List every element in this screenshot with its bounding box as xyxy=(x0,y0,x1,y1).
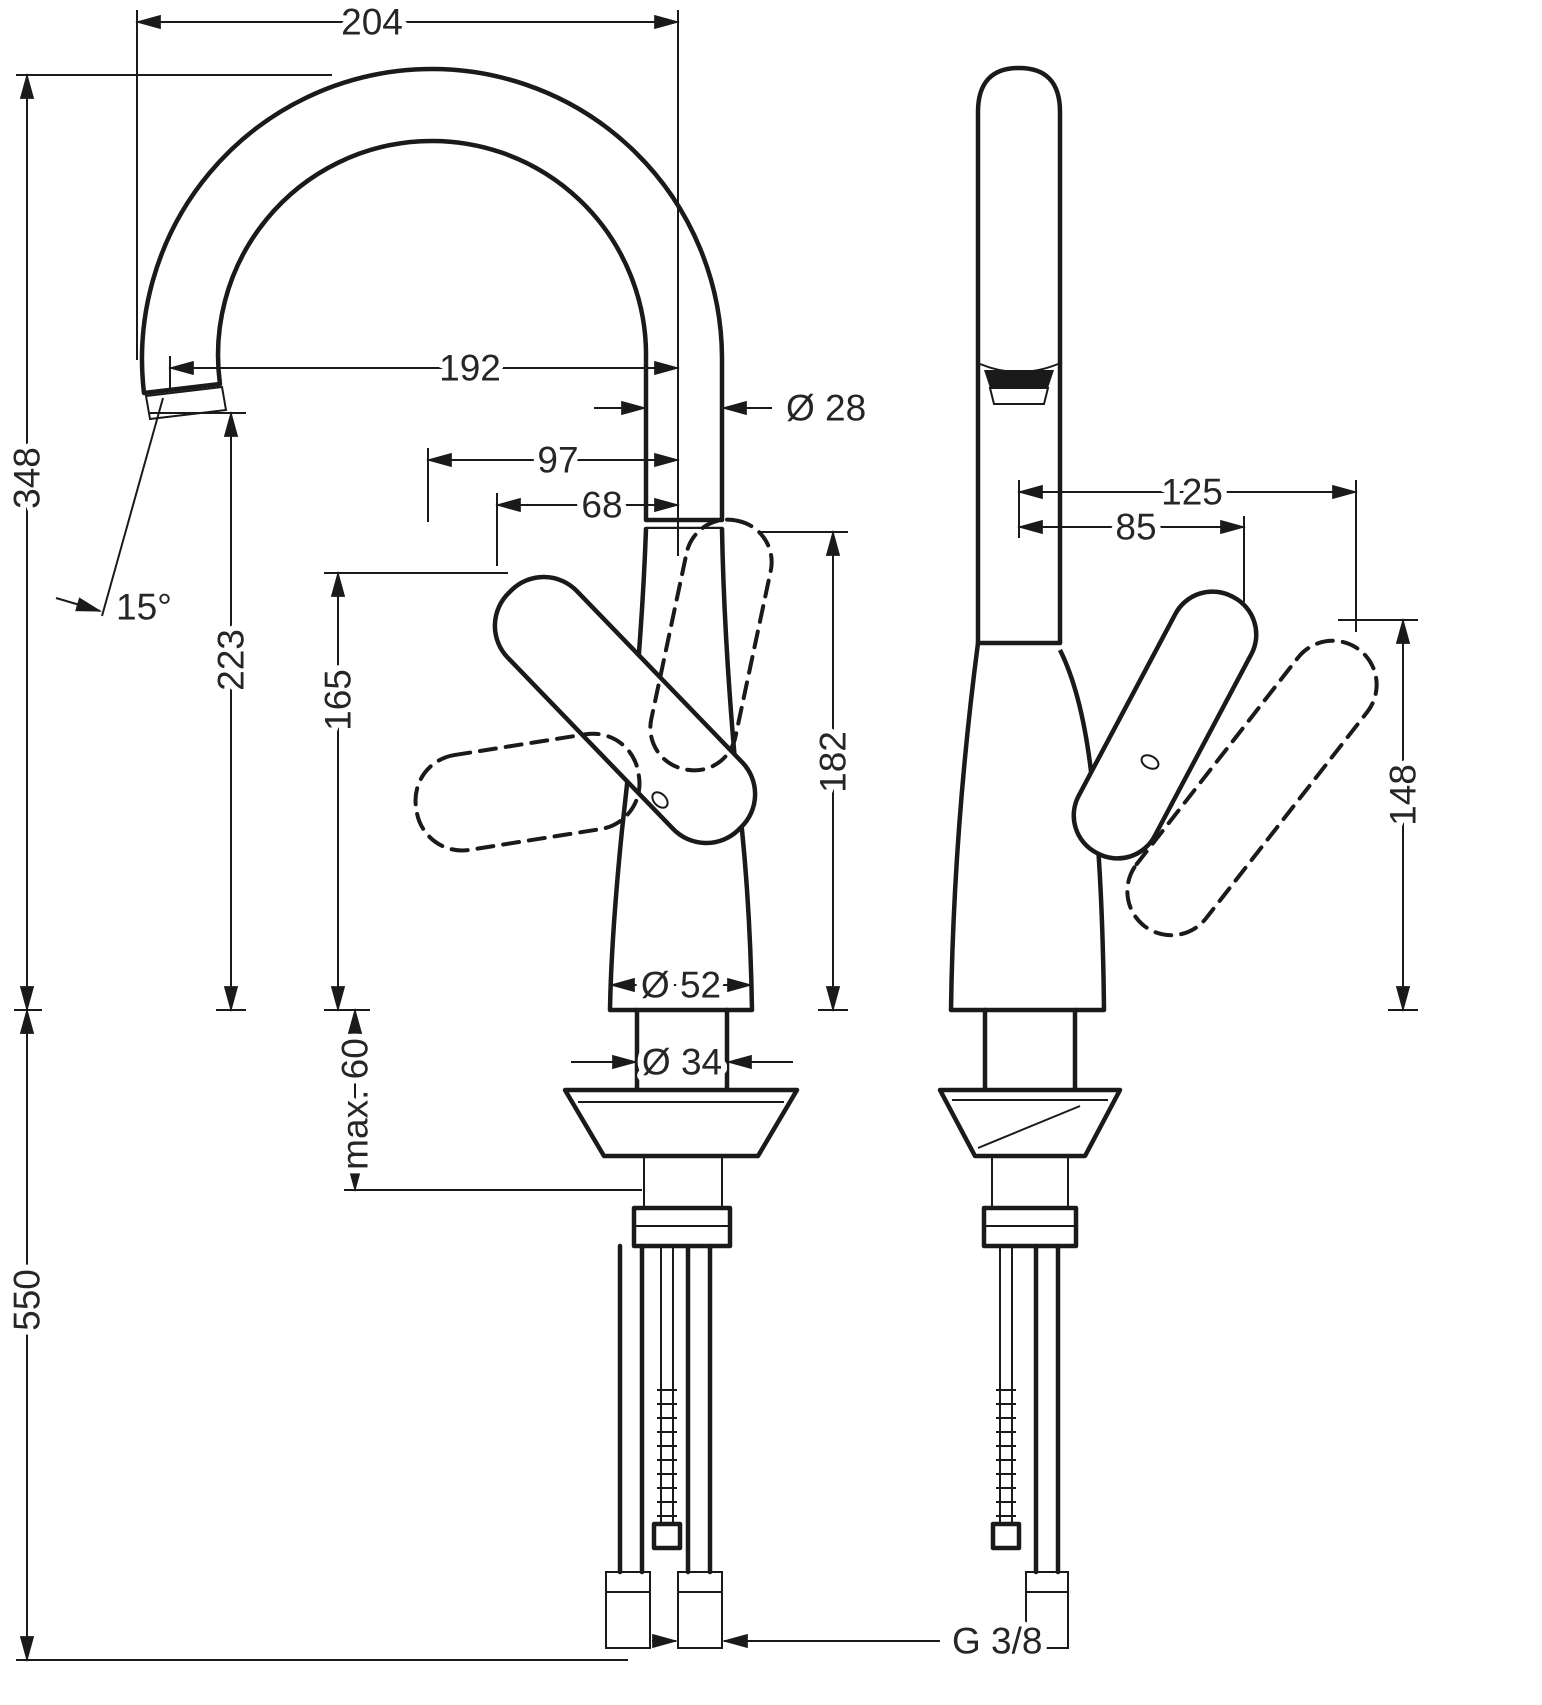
front-threaded-shank xyxy=(991,1155,1069,1209)
front-fixing-rod xyxy=(990,1246,1022,1551)
front-handle-lever xyxy=(1071,589,1259,861)
hose-connectors xyxy=(605,1571,723,1649)
front-handle-swung-dashed xyxy=(1125,638,1379,938)
escutcheon xyxy=(562,1087,800,1159)
dim-85: 85 xyxy=(1016,501,1247,602)
dim-diameter-52: Ø 52 xyxy=(608,959,754,1012)
front-mounting-neck xyxy=(982,1007,1078,1093)
front-supply-hose xyxy=(1033,1243,1061,1575)
mounting-nut xyxy=(631,1205,733,1249)
dim-97-label: 97 xyxy=(537,440,578,481)
dim-348-label: 348 xyxy=(7,447,48,509)
dim-204-label: 204 xyxy=(341,2,403,43)
dim-223-label: 223 xyxy=(211,629,252,691)
dim-125-label: 125 xyxy=(1161,472,1223,513)
spout-outline xyxy=(139,66,725,523)
dim-68-label: 68 xyxy=(581,485,622,526)
dim-550-label: 550 xyxy=(7,1269,48,1331)
dim-182-label: 182 xyxy=(813,731,854,793)
dim-85-label: 85 xyxy=(1115,507,1156,548)
handle-screw-icon xyxy=(651,791,669,809)
dim-348: 348 xyxy=(1,72,332,1013)
dim-diameter-34: Ø 34 xyxy=(571,1036,793,1089)
front-aerator xyxy=(979,363,1059,405)
front-hose-connector xyxy=(1025,1571,1069,1649)
dim-max-60: max. 60 xyxy=(329,1007,642,1193)
dim-angle-15-label: 15° xyxy=(116,587,172,628)
dim-diameter-52-label: Ø 52 xyxy=(641,965,721,1006)
dim-550: 550 xyxy=(1,1007,628,1663)
dim-204: 204 xyxy=(134,0,681,556)
front-handle-screw-icon xyxy=(1140,754,1160,770)
dim-97: 97 xyxy=(425,434,681,522)
dim-diameter-34-label: Ø 34 xyxy=(642,1042,722,1083)
mounting-neck xyxy=(634,1007,730,1093)
dim-68: 68 xyxy=(494,479,681,566)
front-mounting-nut xyxy=(981,1205,1079,1249)
dim-223: 223 xyxy=(150,410,258,1013)
front-body xyxy=(948,642,1107,1013)
dim-max-60-label: max. 60 xyxy=(335,1038,376,1170)
dim-diameter-28-label: Ø 28 xyxy=(786,388,866,429)
fixing-rod xyxy=(651,1246,683,1551)
dim-182: 182 xyxy=(760,529,860,1013)
supply-hoses xyxy=(617,1243,713,1575)
dim-148-label: 148 xyxy=(1383,764,1424,826)
dim-148: 148 xyxy=(1338,617,1430,1013)
threaded-shank xyxy=(643,1155,723,1209)
front-spout-pipe xyxy=(975,65,1063,643)
handle-lowered-dashed xyxy=(413,731,642,853)
aerator-tip xyxy=(144,385,228,421)
dim-angle-15: 15° xyxy=(55,397,178,634)
dimensions: 204 348 550 192 Ø 28 97 xyxy=(1,0,1430,1668)
handle-raised-dashed xyxy=(648,517,774,773)
dim-thread-g38: G 3/8 xyxy=(652,1615,1049,1668)
dim-192-label: 192 xyxy=(439,348,501,389)
dim-diameter-28: Ø 28 xyxy=(594,382,872,435)
front-view xyxy=(937,65,1379,1649)
dim-192: 192 xyxy=(167,342,681,395)
dim-165-label: 165 xyxy=(318,669,359,731)
dim-165: 165 xyxy=(312,570,508,1013)
front-escutcheon xyxy=(937,1087,1123,1159)
dim-thread-g38-label: G 3/8 xyxy=(952,1621,1043,1662)
side-view xyxy=(139,66,800,1649)
